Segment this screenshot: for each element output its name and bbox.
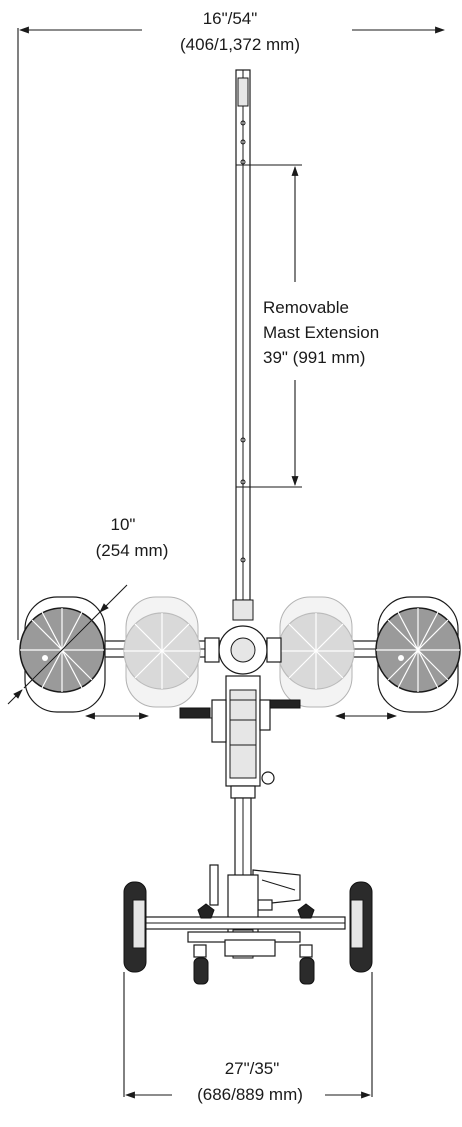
pad-diameter-dimension: 10" (254 mm)	[7, 515, 169, 705]
overall-width-label-1: 16"/54"	[203, 9, 258, 28]
caster-left	[193, 944, 209, 985]
caster-right	[299, 944, 315, 985]
mast	[235, 69, 251, 601]
mast-extension-label-3: 39" (991 mm)	[263, 348, 365, 367]
mast-extension-label-2: Mast Extension	[263, 323, 379, 342]
pad-diameter-label-2: (254 mm)	[96, 541, 169, 560]
base-width-label-2: (686/889 mm)	[197, 1085, 303, 1104]
lifter-body	[179, 675, 301, 959]
base-width-label-1: 27"/35"	[225, 1059, 280, 1078]
vacuum-pad-left	[19, 596, 106, 713]
base-axle	[144, 903, 346, 957]
wheel-right	[349, 881, 373, 973]
retracted-pad-left	[123, 596, 201, 708]
mast-extension-dimension: Removable Mast Extension 39" (991 mm)	[250, 164, 379, 488]
base-width-dimension: 27"/35" (686/889 mm)	[123, 972, 373, 1104]
overall-width-dimension: 16"/54" (406/1,372 mm)	[17, 9, 445, 640]
mast-extension-label-1: Removable	[263, 298, 349, 317]
pad-diameter-label-1: 10"	[111, 515, 136, 534]
overall-width-label-2: (406/1,372 mm)	[180, 35, 300, 54]
vacuum-pad-right	[375, 596, 461, 713]
wheel-left	[123, 881, 147, 973]
rotation-hub	[204, 599, 282, 675]
retracted-pad-right	[277, 596, 355, 708]
